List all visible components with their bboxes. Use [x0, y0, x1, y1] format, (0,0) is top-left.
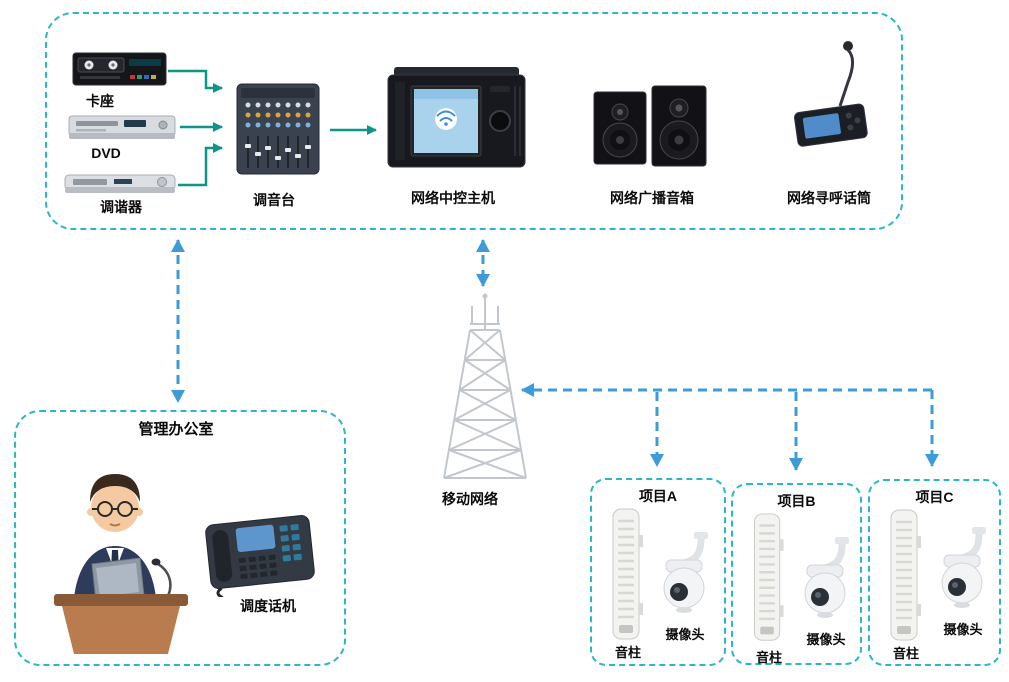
project-c-box: 项目C 摄像头 音柱	[868, 479, 1001, 666]
management-office-box	[14, 410, 346, 666]
central-control-host-label: 网络中控主机	[411, 190, 495, 206]
dvd-player-label: DVD	[91, 145, 121, 161]
audio-mixer-label: 调音台	[253, 192, 295, 208]
camera-label: 摄像头	[943, 622, 983, 637]
control-room-box	[45, 12, 903, 230]
paging-microphone-icon	[782, 38, 877, 156]
dispatch-phone-icon	[198, 502, 323, 606]
management-office-title: 管理办公室	[138, 421, 214, 438]
cassette-deck-label: 卡座	[86, 93, 114, 109]
column-speaker-label: 音柱	[892, 646, 919, 661]
cassette-deck-icon	[72, 50, 167, 88]
broadcast-speakers-icon	[592, 82, 710, 170]
audio-mixer-icon	[232, 78, 324, 178]
column-speaker-icon	[886, 508, 926, 648]
tuner-icon	[64, 172, 176, 196]
cell-tower-label: 移动网络	[442, 491, 498, 507]
project-b-box: 项目B 摄像头 音柱	[731, 483, 862, 665]
project-a-title: 项目A	[638, 488, 678, 504]
project-b-title: 项目B	[777, 493, 816, 509]
broadcast-speakers-label: 网络广播音箱	[610, 190, 694, 206]
camera-label: 摄像头	[806, 632, 846, 647]
column-speaker-icon	[749, 512, 789, 648]
dvd-player-icon	[68, 112, 176, 142]
column-speaker-label: 音柱	[614, 645, 641, 660]
paging-microphone-label: 网络寻呼话筒	[787, 190, 871, 206]
dispatch-phone-label: 调度话机	[240, 598, 296, 614]
ptz-camera-icon	[654, 530, 714, 622]
project-a-box: 项目A 摄像头 音柱	[590, 478, 726, 666]
ptz-camera-icon	[932, 525, 992, 617]
project-c-title: 项目C	[915, 489, 954, 505]
central-control-host-icon	[384, 64, 529, 172]
camera-label: 摄像头	[665, 627, 705, 642]
tuner-label: 调谐器	[100, 199, 142, 215]
ptz-camera-icon	[795, 535, 855, 627]
operator-illustration	[22, 446, 207, 658]
column-speaker-label: 音柱	[755, 650, 782, 665]
cell-tower-icon	[422, 290, 547, 482]
column-speaker-icon	[608, 507, 648, 647]
